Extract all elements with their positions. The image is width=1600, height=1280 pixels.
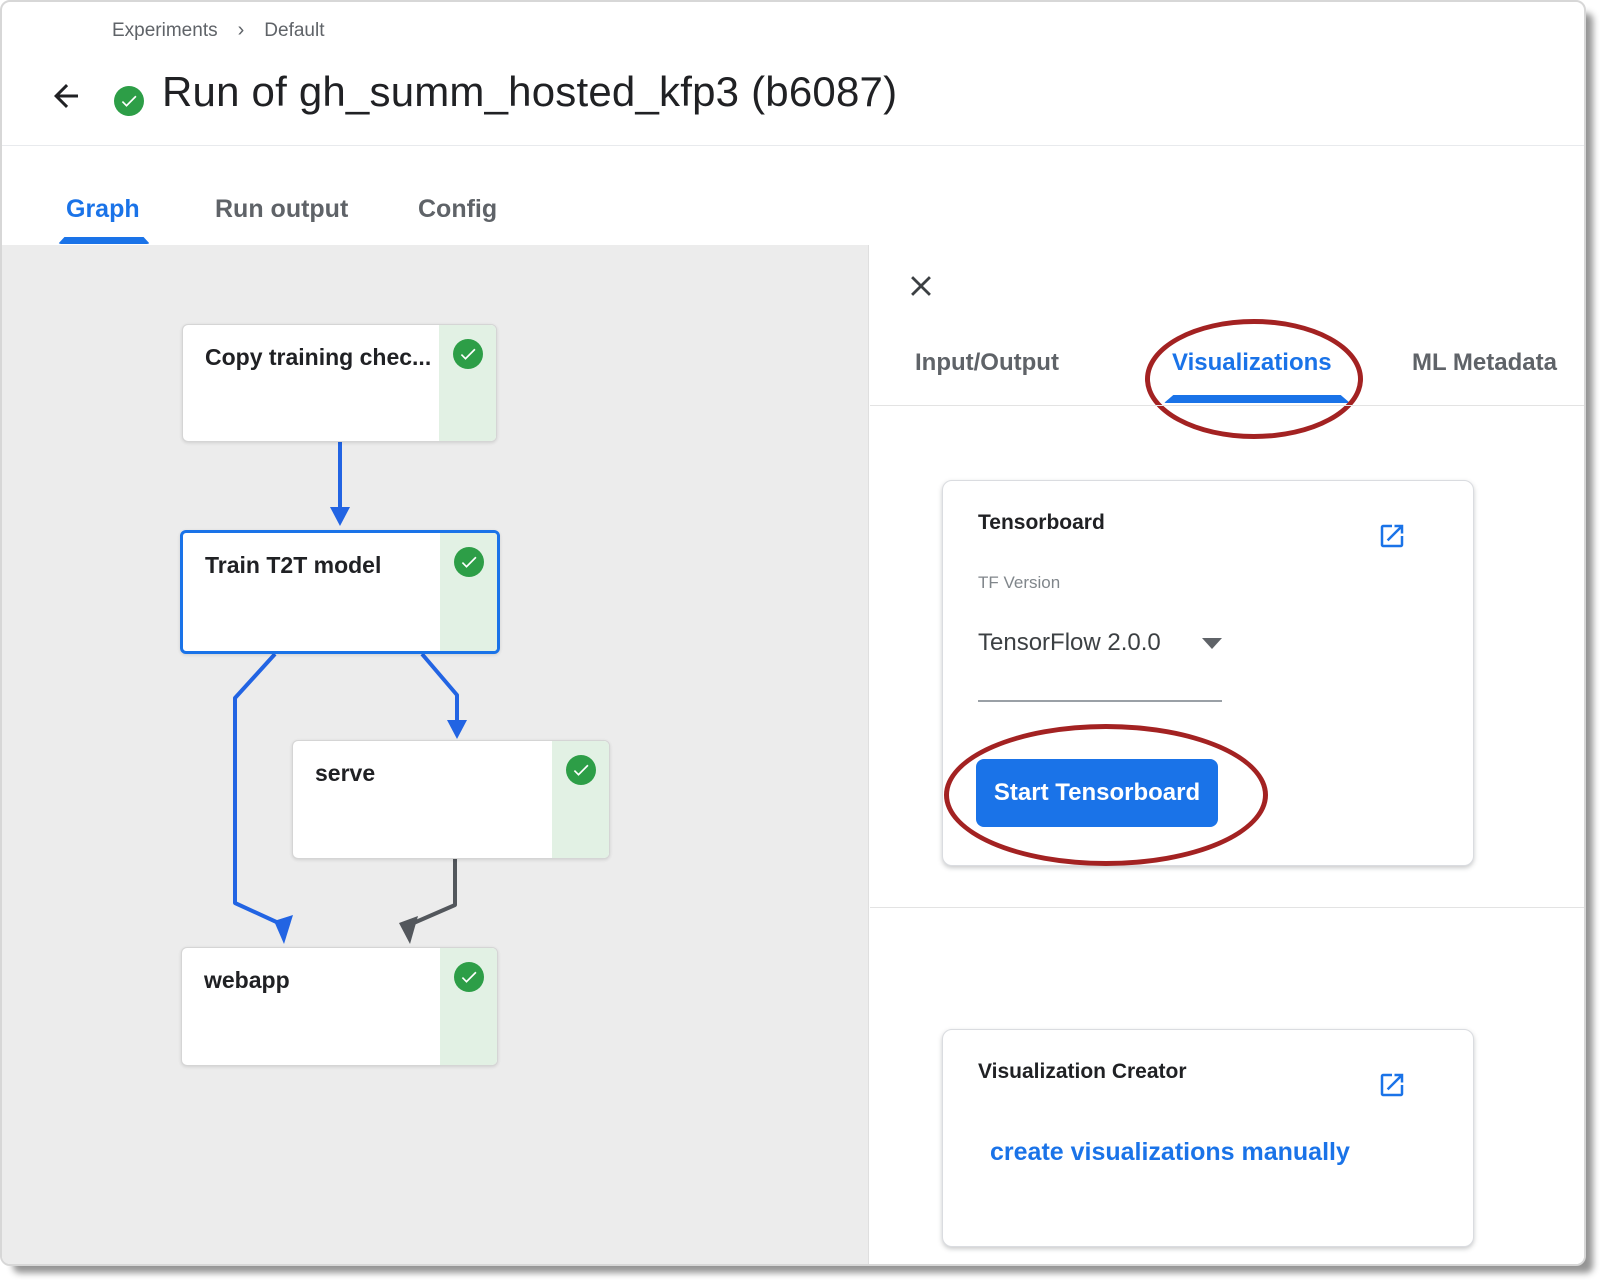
open-in-new-icon [1377,524,1407,555]
close-icon [904,276,938,307]
tf-version-label: TF Version [978,573,1061,592]
page-title: Run of gh_summ_hosted_kfp3 (b6087) [162,68,898,115]
node-status-strip [440,533,497,651]
active-tab-underline [58,237,150,244]
graph-node-serve[interactable]: serve [292,740,610,859]
close-panel-button[interactable] [904,269,940,305]
visualization-creator-open-button[interactable] [1377,1070,1407,1100]
main-tab-bar: Graph Run output Config [2,195,1584,245]
tensorboard-card-title: Tensorboard [978,511,1105,534]
create-visualizations-link[interactable]: create visualizations manually [990,1138,1350,1166]
tf-version-select-underline [978,700,1222,702]
pipeline-graph-canvas[interactable]: Copy training chec... Train T2T model se… [2,245,869,1264]
header-divider [2,145,1584,146]
panel-section-divider [870,907,1584,908]
tab-run-output[interactable]: Run output [215,195,349,223]
node-status-strip [552,741,609,858]
dropdown-caret-icon [1202,637,1222,649]
panel-tabs-divider [870,405,1584,406]
visualization-creator-title: Visualization Creator [978,1060,1187,1083]
back-button[interactable] [48,78,84,114]
panel-tab-ml-metadata[interactable]: ML Metadata [1412,349,1557,376]
node-status-strip [440,948,497,1065]
breadcrumb: Experiments › Default [112,19,324,42]
breadcrumb-default[interactable]: Default [264,19,325,41]
red-ellipse-annotation-visualizations [1145,319,1363,439]
pipeline-edges [233,442,467,944]
panel-tab-input-output[interactable]: Input/Output [915,349,1059,376]
node-label: webapp [204,967,290,993]
tensorboard-card: Tensorboard TF Version TensorFlow 2.0.0 … [942,480,1474,866]
tf-version-value: TensorFlow 2.0.0 [978,629,1161,656]
start-tensorboard-button[interactable]: Start Tensorboard [976,759,1218,827]
tab-config[interactable]: Config [418,195,498,223]
node-success-check-icon [452,339,483,369]
arrow-back-icon [48,84,84,118]
graph-node-webapp[interactable]: webapp [181,947,498,1066]
node-status-strip [439,325,496,441]
graph-node-copy-training[interactable]: Copy training chec... [182,324,497,442]
tensorboard-open-button[interactable] [1377,521,1407,551]
node-label: Copy training chec... [205,344,432,370]
graph-node-train-t2t-model[interactable]: Train T2T model [180,530,500,654]
visualization-creator-card: Visualization Creator create visualizati… [942,1029,1474,1247]
node-success-check-icon [453,962,484,992]
run-status-check-icon [114,86,144,116]
breadcrumb-separator-icon: › [237,19,245,41]
open-in-new-icon [1377,1073,1407,1104]
node-success-check-icon [565,755,596,785]
tf-version-select[interactable]: TensorFlow 2.0.0 [978,629,1222,657]
node-label: Train T2T model [205,552,382,578]
node-success-check-icon [453,547,484,577]
panel-active-tab-underline [1164,395,1350,403]
tab-graph[interactable]: Graph [66,195,140,223]
panel-tab-visualizations[interactable]: Visualizations [1172,349,1332,376]
details-side-panel: Input/Output Visualizations ML Metadata … [870,245,1584,1264]
breadcrumb-experiments[interactable]: Experiments [112,19,218,41]
node-label: serve [315,760,376,786]
